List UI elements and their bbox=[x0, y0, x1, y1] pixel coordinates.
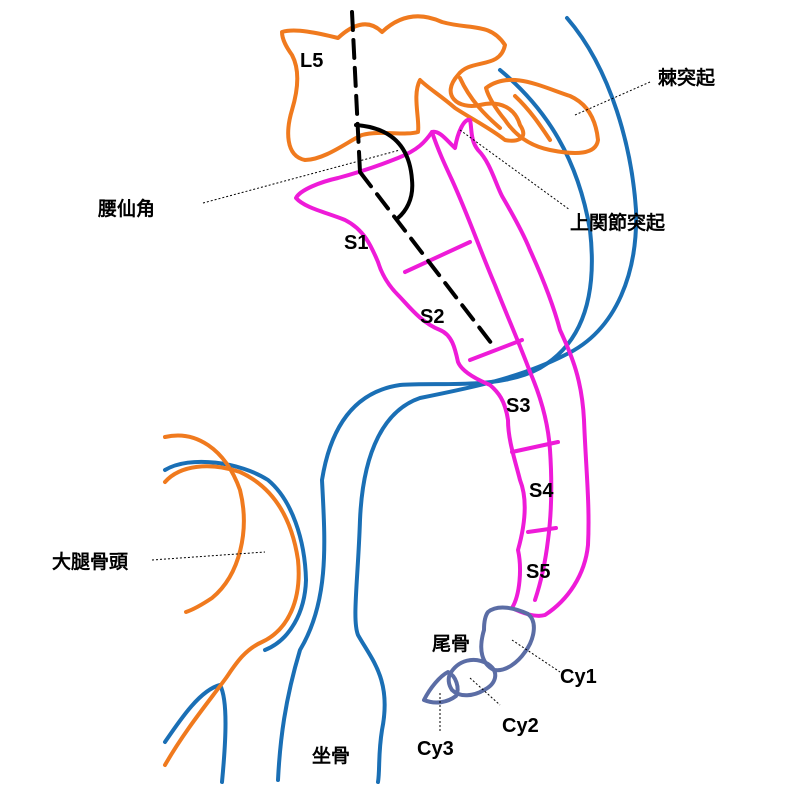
leader-femoral-head bbox=[151, 551, 266, 561]
l5-body-outline bbox=[280, 14, 526, 162]
labels: L5 棘突起 腰仙角 上関節突起 S1 S2 S3 S4 S5 大腿骨頭 尾骨 … bbox=[52, 50, 716, 767]
sacral-line-s2-s3 bbox=[468, 338, 524, 362]
label-ischium: 坐骨 bbox=[312, 745, 350, 767]
pelvis-outer-curve bbox=[353, 16, 639, 784]
label-spinous-process: 棘突起 bbox=[658, 66, 716, 89]
femoral-blue-lower bbox=[163, 683, 228, 784]
pelvis-inner-curve bbox=[276, 68, 594, 782]
l5-facet-detail bbox=[458, 76, 552, 142]
label-cy1: Cy1 bbox=[560, 666, 597, 688]
lumbosacral-angle-lines bbox=[350, 10, 497, 350]
sacral-line-s4-s5 bbox=[526, 526, 558, 534]
l5-vertebra bbox=[280, 14, 600, 162]
femoral-blue-upper bbox=[163, 459, 308, 652]
label-cy2: Cy2 bbox=[502, 715, 539, 737]
label-s4: S4 bbox=[529, 480, 554, 502]
leader-cy2 bbox=[469, 677, 501, 706]
coccyx-segment-cy3 bbox=[422, 670, 460, 705]
l5-spinous-process bbox=[484, 77, 600, 155]
sacral-line-s1-s2 bbox=[403, 240, 472, 274]
sacrum bbox=[294, 117, 591, 618]
label-s5: S5 bbox=[526, 561, 550, 583]
label-cy3: Cy3 bbox=[417, 738, 454, 760]
pelvis-outline bbox=[163, 16, 639, 784]
sacral-axis-dashed bbox=[358, 170, 497, 350]
sacral-line-s3-s4 bbox=[510, 440, 560, 454]
sacrum-inner-edge bbox=[430, 130, 554, 602]
label-s3: S3 bbox=[506, 395, 530, 417]
label-femoral-head: 大腿骨頭 bbox=[52, 550, 129, 573]
leader-superior-articular bbox=[459, 129, 571, 211]
label-lumbosacral-angle: 腰仙角 bbox=[97, 197, 155, 220]
femoral-neck-outline bbox=[163, 464, 301, 767]
femoral-head bbox=[163, 433, 301, 767]
coccyx-segment-cy2 bbox=[446, 657, 498, 698]
label-superior-articular-process: 上関節突起 bbox=[570, 211, 666, 234]
label-coccyx: 尾骨 bbox=[432, 633, 470, 655]
leader-spinous-process bbox=[574, 81, 651, 116]
leader-lines bbox=[151, 81, 651, 732]
leader-cy1 bbox=[511, 639, 561, 673]
angle-arc bbox=[354, 123, 415, 220]
label-s2: S2 bbox=[420, 306, 444, 328]
coccyx bbox=[422, 605, 536, 705]
label-l5: L5 bbox=[300, 50, 323, 72]
vertical-axis-dashed bbox=[350, 10, 362, 174]
coccyx-segment-cy1 bbox=[479, 605, 536, 673]
femoral-head-arc bbox=[163, 433, 246, 614]
sacrum-outline bbox=[294, 117, 591, 618]
label-s1: S1 bbox=[344, 232, 368, 254]
